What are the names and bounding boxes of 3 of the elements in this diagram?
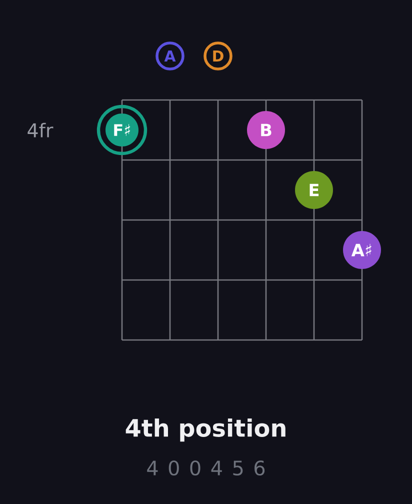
fret-number: 4fr: [28, 122, 54, 138]
fingering-text: 4 0 0 4 5 6: [147, 460, 265, 476]
title: 4th position: [126, 418, 286, 442]
